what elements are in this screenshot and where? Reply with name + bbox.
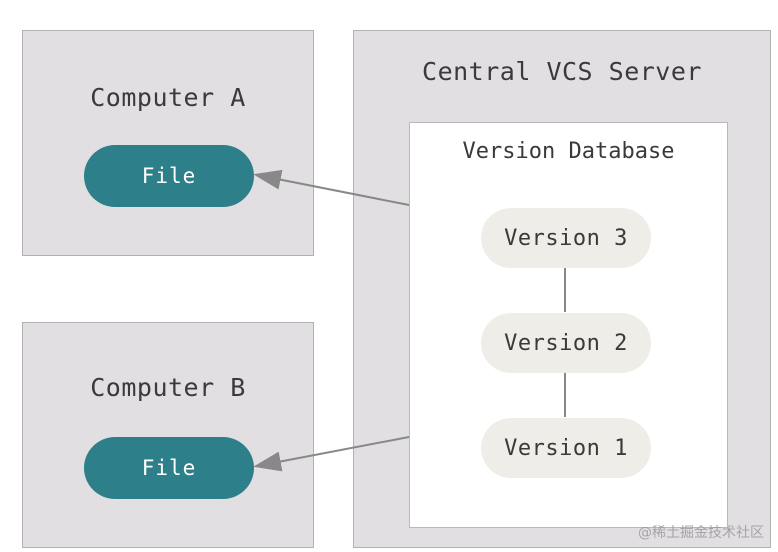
version-2-pill: Version 2 [481,313,651,373]
computer-b-panel: Computer B File [22,322,314,548]
watermark: @稀土掘金技术社区 [638,525,764,541]
computer-a-panel: Computer A File [22,30,314,256]
version-3-pill: Version 3 [481,208,651,268]
computer-b-title: Computer B [90,373,246,402]
version-1-pill: Version 1 [481,418,651,478]
central-vcs-server-title: Central VCS Server [422,57,702,86]
computer-a-title: Computer A [90,83,246,112]
central-vcs-server-panel: Central VCS Server Version Database [353,30,771,548]
computer-a-file: File [84,145,254,207]
version-database-title: Version Database [462,139,675,164]
computer-b-file: File [84,437,254,499]
